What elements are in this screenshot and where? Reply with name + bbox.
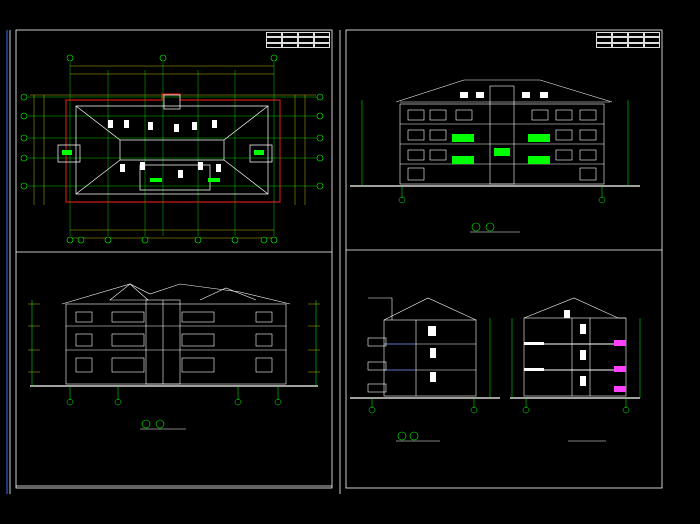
rear-elevation-drawing[interactable] — [350, 79, 640, 233]
title-block-cell — [282, 37, 298, 43]
title-block-cell — [612, 32, 628, 38]
title-block-cell — [314, 42, 330, 48]
title-block-cell — [628, 37, 644, 43]
title-block-cell — [612, 42, 628, 48]
title-block-cell — [596, 32, 612, 38]
title-block-cell — [644, 37, 660, 43]
title-block-cell — [314, 32, 330, 38]
roof-plan-drawing[interactable] — [20, 54, 324, 244]
title-block-cell — [266, 42, 282, 48]
title-block-cell — [298, 37, 314, 43]
right-sheet-border — [345, 29, 663, 489]
title-block-cell — [596, 42, 612, 48]
right-title-block — [596, 32, 660, 48]
title-block-cell — [282, 32, 298, 38]
left-title-block — [266, 32, 330, 48]
title-block-cell — [596, 37, 612, 43]
title-block-cell — [612, 37, 628, 43]
title-block-cell — [266, 32, 282, 38]
section-a-a-drawing[interactable] — [510, 297, 641, 442]
title-block-cell — [644, 32, 660, 38]
title-block-cell — [298, 42, 314, 48]
title-block-cell — [314, 37, 330, 43]
title-block-cell — [628, 42, 644, 48]
side-elevation-drawing[interactable] — [350, 297, 500, 442]
title-block-cell — [266, 37, 282, 43]
left-sheet-border — [15, 29, 333, 489]
front-elevation-drawing[interactable] — [28, 283, 320, 430]
title-block-cell — [628, 32, 644, 38]
title-block-cell — [282, 42, 298, 48]
right-sheet[interactable] — [339, 29, 663, 494]
left-sheet[interactable] — [9, 29, 333, 494]
title-block-cell — [298, 32, 314, 38]
title-block-cell — [644, 42, 660, 48]
